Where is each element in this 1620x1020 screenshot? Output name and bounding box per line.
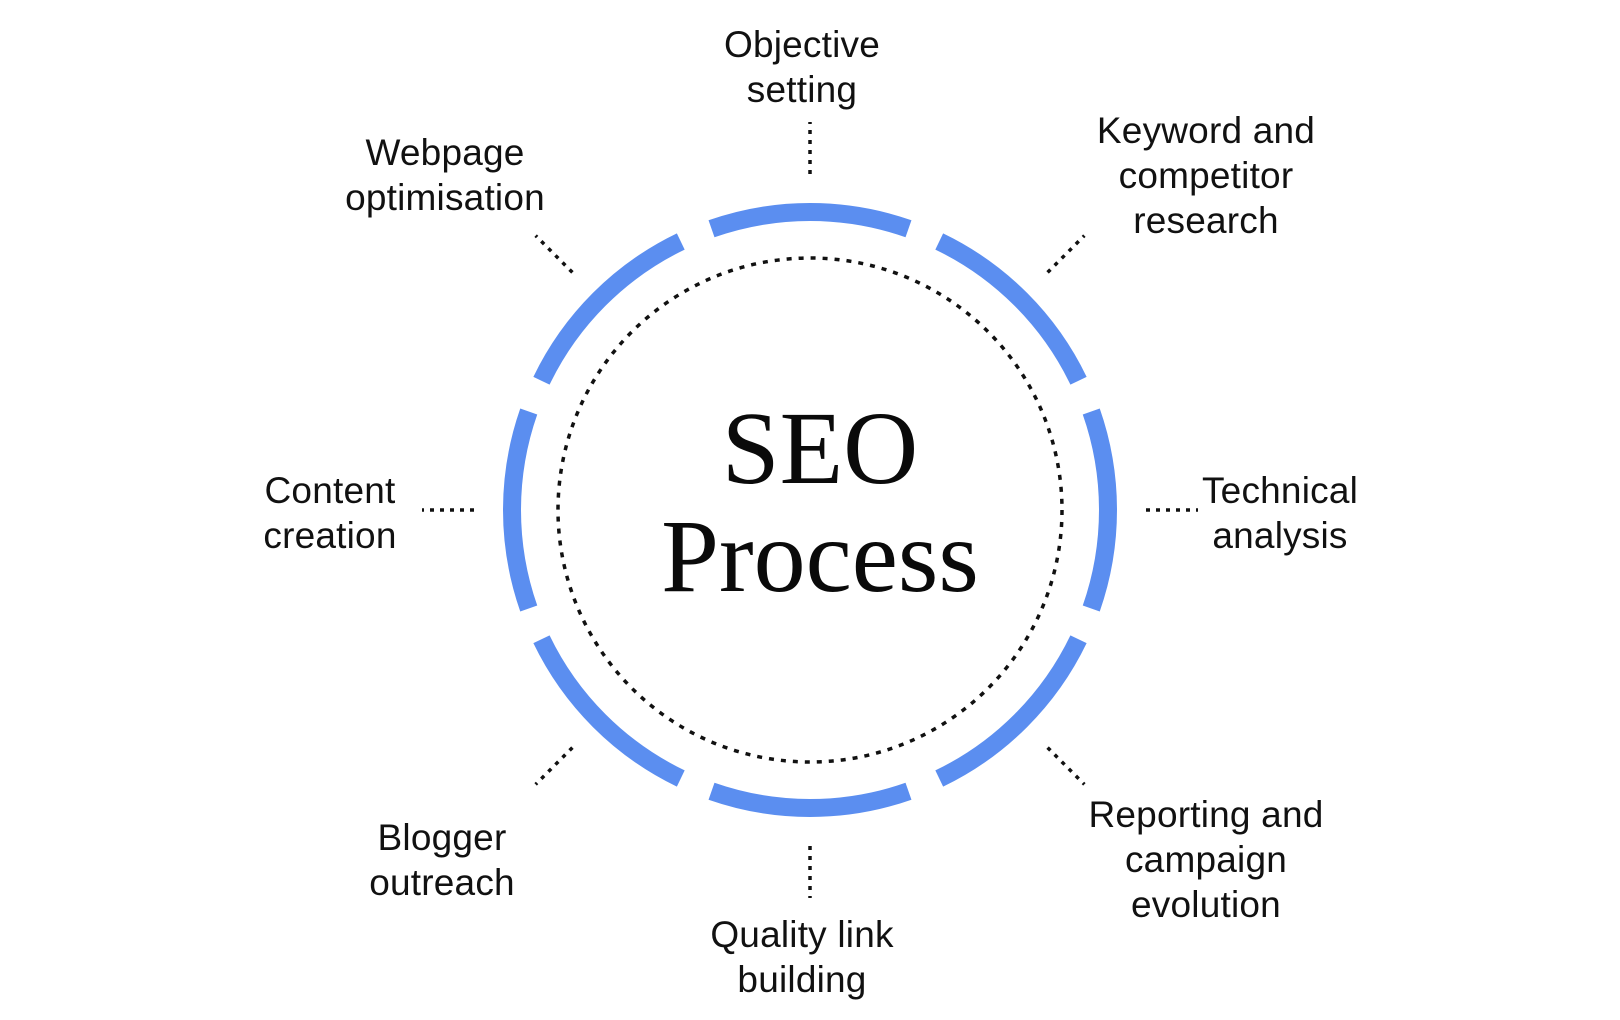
ring-segments	[503, 203, 1117, 817]
stage-label-line: Webpage	[365, 132, 525, 173]
stage-label-quality-link-building: Quality link building	[642, 912, 962, 1002]
stage-label-line: Keyword and	[1096, 110, 1316, 151]
stage-label-objective-setting: Objective setting	[642, 22, 962, 112]
center-title: SEO Process	[510, 395, 1130, 611]
ring-segment-quality-link-building	[708, 782, 912, 817]
stage-label-line: Content	[264, 470, 396, 511]
ring-segment-blogger-outreach	[533, 635, 685, 787]
ring-segment-webpage-optimisation	[533, 233, 685, 385]
stage-label-line: competitor	[1118, 155, 1294, 196]
stage-label-line: setting	[746, 69, 858, 110]
stage-label-line: evolution	[1131, 884, 1281, 925]
stage-label-line: Objective	[723, 24, 881, 65]
stage-label-line: outreach	[369, 862, 515, 903]
ring-segment-keyword-research	[935, 233, 1087, 385]
stage-label-blogger-outreach: Blogger outreach	[282, 815, 602, 905]
stage-label-line: Quality link	[710, 914, 894, 955]
stage-label-line: building	[737, 959, 867, 1000]
inner-dotted-circle	[556, 256, 1064, 764]
ring-segment-objective-setting	[708, 203, 912, 238]
stage-label-reporting: Reporting and campaign evolution	[1046, 792, 1366, 927]
stage-label-line: analysis	[1212, 515, 1348, 556]
connector-tick-reporting	[1046, 746, 1086, 786]
ring-segment-technical-analysis	[1082, 408, 1117, 612]
stage-label-line: optimisation	[345, 177, 545, 218]
stage-label-webpage-optimisation: Webpage optimisation	[285, 130, 605, 220]
stage-label-line: Reporting and	[1088, 794, 1324, 835]
connector-ticks	[422, 122, 1198, 898]
center-title-line2: Process	[661, 499, 979, 614]
stage-label-line: Blogger	[377, 817, 507, 858]
connector-tick-blogger-outreach	[534, 746, 574, 786]
ring-segment-content-creation	[503, 408, 538, 612]
stage-label-line: campaign	[1124, 839, 1288, 880]
stage-label-line: Technical	[1201, 470, 1359, 511]
connector-tick-webpage-optimisation	[534, 234, 574, 274]
center-title-line1: SEO	[721, 391, 919, 506]
stage-label-line: research	[1133, 200, 1279, 241]
stage-label-content-creation: Content creation	[170, 468, 490, 558]
stage-label-keyword-research: Keyword and competitor research	[1046, 108, 1366, 243]
connector-tick-keyword-research	[1046, 234, 1086, 274]
ring-segment-reporting	[935, 635, 1087, 787]
stage-label-technical-analysis: Technical analysis	[1120, 468, 1440, 558]
stage-label-line: creation	[263, 515, 397, 556]
